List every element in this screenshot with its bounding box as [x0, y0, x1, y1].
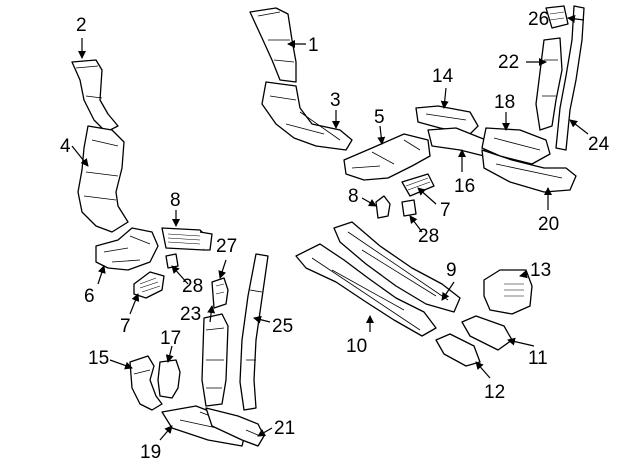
callout-4: 4: [60, 136, 71, 157]
callout-25: 25: [272, 316, 293, 337]
callout-17: 17: [160, 328, 181, 349]
part-2-duct: [71, 59, 119, 133]
part-20-duct: [481, 149, 577, 193]
part-24-duct: [555, 5, 585, 151]
callout-8-left: 8: [170, 190, 181, 211]
callout-23: 23: [180, 304, 201, 325]
callout-27: 27: [216, 236, 237, 257]
part-10-floor-duct: [295, 243, 437, 337]
callout-14: 14: [432, 66, 454, 87]
callout-7-center: 7: [440, 200, 451, 221]
part-6-housing: [95, 227, 159, 271]
callout-10: 10: [346, 336, 367, 357]
part-22-duct: [535, 37, 563, 131]
part-28-left-clip: [165, 253, 179, 269]
part-17-duct: [157, 359, 181, 399]
part-13-console-vent: [483, 269, 533, 315]
part-5-heater-box: [343, 133, 431, 181]
part-26-vent: [545, 5, 569, 29]
callout-1: 1: [308, 35, 319, 56]
part-4-duct: [77, 125, 129, 233]
callout-11: 11: [528, 348, 548, 369]
part-27-bracket: [211, 277, 229, 309]
callout-19: 19: [140, 442, 161, 463]
callout-5: 5: [374, 107, 385, 128]
callout-6: 6: [84, 286, 95, 307]
callout-13: 13: [530, 260, 551, 281]
part-8-center-actuator: [375, 195, 391, 219]
part-12-floor-outlet: [435, 333, 481, 367]
callout-20: 20: [538, 214, 559, 235]
callout-8-center: 8: [348, 186, 359, 207]
callout-16: 16: [454, 176, 475, 197]
callout-12: 12: [484, 382, 505, 403]
callout-labels: 1 2 3 4 5 6 7 8 8 7 28 28 27 23 25 17 15…: [60, 9, 610, 463]
callout-22: 22: [498, 52, 519, 73]
callout-3: 3: [330, 90, 341, 111]
part-16-duct: [427, 127, 487, 157]
callout-15: 15: [88, 348, 109, 369]
part-1-duct: [249, 7, 297, 83]
callout-21: 21: [274, 418, 295, 439]
leader-lines: [71, 14, 589, 441]
part-25-duct: [239, 253, 269, 411]
part-7-center-vent: [401, 173, 435, 197]
callout-7-left: 7: [120, 316, 131, 337]
part-15-elbow: [129, 355, 163, 411]
callout-2: 2: [76, 15, 87, 36]
callout-28-left: 28: [182, 276, 203, 297]
part-7-left-vent: [133, 271, 165, 299]
part-28-center-clip: [401, 199, 417, 217]
callout-26: 26: [528, 9, 549, 30]
callout-9: 9: [446, 260, 457, 281]
part-9-floor-duct: [333, 221, 461, 313]
callout-28-center: 28: [418, 226, 439, 247]
callout-18: 18: [494, 92, 515, 113]
callout-24: 24: [588, 134, 610, 155]
part-3-duct: [261, 81, 353, 151]
part-8-left-outlet: [161, 227, 213, 251]
part-23-duct: [201, 313, 229, 407]
